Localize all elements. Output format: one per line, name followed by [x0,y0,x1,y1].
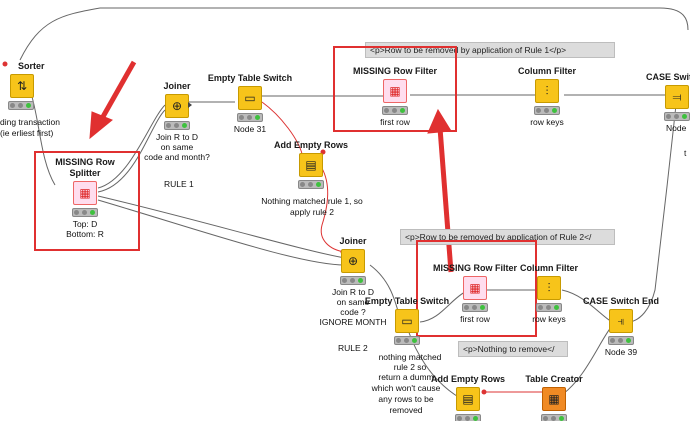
node-title: Joiner [339,236,367,246]
highlight-box-splitter [34,151,140,251]
status-indicator [298,180,324,189]
add-rows-icon: ▤ [299,153,323,177]
node-label: nothing matched [378,352,442,362]
rule-2-label: RULE 2 [338,343,368,353]
node-label: Node 39 [604,347,638,357]
node-empty-table-switch-2[interactable]: Empty Table Switch ▭ [362,296,452,345]
add-rows-icon: ▤ [456,387,480,411]
node-sorter[interactable]: Sorter ⇅ [0,61,62,110]
status-indicator [164,121,190,130]
node-title: MISSING Row Filter [352,66,437,76]
node-label: first row [460,314,490,324]
node-column-filter-2[interactable]: Column Filter ⫶ row keys [504,263,594,324]
status-indicator [8,101,34,110]
node-case-switch-end[interactable]: CASE Switch End ⫣ Node 39 [576,296,666,357]
column-filter-icon: ⫶ [537,276,561,300]
case-switch-icon: ⫤ [665,85,689,109]
status-indicator [462,303,488,312]
node-label: rule 2 so [393,362,427,372]
node-label: Node [666,123,687,133]
node-label: Join R to D [331,287,375,297]
node-joiner-1[interactable]: Joiner ⊕ Join R to D on same code and mo… [132,81,222,162]
joiner-icon: ⊕ [165,94,192,118]
joiner-icon: ⊕ [341,249,365,273]
node-missing-row-filter-1[interactable]: MISSING Row Filter ▦ first row [350,66,440,127]
node-label: first row [380,117,410,127]
node-title: CASE Switc [646,72,690,82]
highlight-box-filter2 [416,240,537,337]
node-label: Node 31 [233,124,267,134]
node-title: CASE Switch End [582,296,659,306]
status-indicator [608,336,634,345]
switch-icon: ▭ [238,86,262,110]
node-label: Top: D [72,219,98,229]
node-label: on same [336,297,370,307]
node-label: return a dumm [378,372,434,382]
node-label: row keys [530,117,564,127]
node-label: Join R to D [155,132,199,142]
node-add-empty-rows-2[interactable]: Add Empty Rows ▤ [423,374,513,421]
status-indicator [664,112,690,121]
status-indicator [536,303,562,312]
node-title: Joiner [163,81,191,91]
status-indicator [455,414,481,421]
node-label: code and month? [144,152,210,162]
node-label: Bottom: R [66,229,104,239]
node-title: MISSING Row [55,157,115,167]
node-label: any rows to be [378,394,434,404]
switch-icon: ▭ [395,309,419,333]
highlight-box-filter1 [333,46,457,132]
node-title: MISSING Row Filter [432,263,517,273]
status-indicator [394,336,420,345]
status-indicator [534,106,560,115]
node-label: code ? [340,307,366,317]
status-indicator [340,276,366,285]
node-label: apply rule 2 [290,207,334,217]
node-add-empty-rows-1[interactable]: Add Empty Rows ▤ [266,140,356,189]
row-splitter-icon: ▦ [73,181,97,205]
edge-text: t [684,148,687,158]
node-table-creator[interactable]: Table Creator ▦ [509,374,599,421]
node-title: Splitter [69,168,101,178]
node-label: Nothing matched rule 1, so [261,196,363,206]
node-label: row keys [532,314,566,324]
rule-1-label: RULE 1 [164,179,194,189]
node-label: which won't cause [371,383,441,393]
node-label: IGNORE MONTH [319,317,387,327]
node-case-switch-1[interactable]: CASE Switc ⫤ Node [640,72,690,133]
node-label: removed [389,405,423,415]
status-indicator [72,208,98,217]
row-filter-icon: ▦ [383,79,407,103]
node-empty-table-switch-1[interactable]: Empty Table Switch ▭ Node 31 [205,73,295,134]
node-label: ding transaction [0,117,61,127]
table-icon: ▦ [542,387,566,411]
node-title: Table Creator [525,374,583,384]
status-indicator [382,106,408,115]
node-label: on same [160,142,194,152]
node-title: Add Empty Rows [430,374,505,384]
variable-port-dot [481,389,487,395]
node-title: Empty Table Switch [364,296,450,306]
annotation-nothing[interactable]: <p>Nothing to remove</ [458,341,568,357]
node-label: (ie erliest first) [0,128,54,138]
case-switch-icon: ⫣ [609,309,633,333]
node-joiner-2[interactable]: Joiner ⊕ Join R to D on same code ? IGNO… [308,236,398,327]
node-title: Empty Table Switch [207,73,293,83]
node-title: Column Filter [518,66,576,76]
node-missing-row-filter-2[interactable]: MISSING Row Filter ▦ first row [430,263,520,324]
red-arrow-center [427,108,454,273]
column-filter-icon: ⫶ [535,79,559,103]
red-arrow-left [89,60,137,140]
status-indicator [237,113,263,122]
node-title: Add Empty Rows [273,140,348,150]
node-column-filter-1[interactable]: Column Filter ⫶ row keys [502,66,592,127]
status-indicator [541,414,567,421]
node-missing-row-splitter[interactable]: MISSING Row Splitter ▦ Top: D Bottom: R [40,157,130,239]
sorter-icon: ⇅ [10,74,34,98]
row-filter-icon: ▦ [463,276,487,300]
node-title: Column Filter [520,263,578,273]
node-title: Sorter [18,61,45,71]
